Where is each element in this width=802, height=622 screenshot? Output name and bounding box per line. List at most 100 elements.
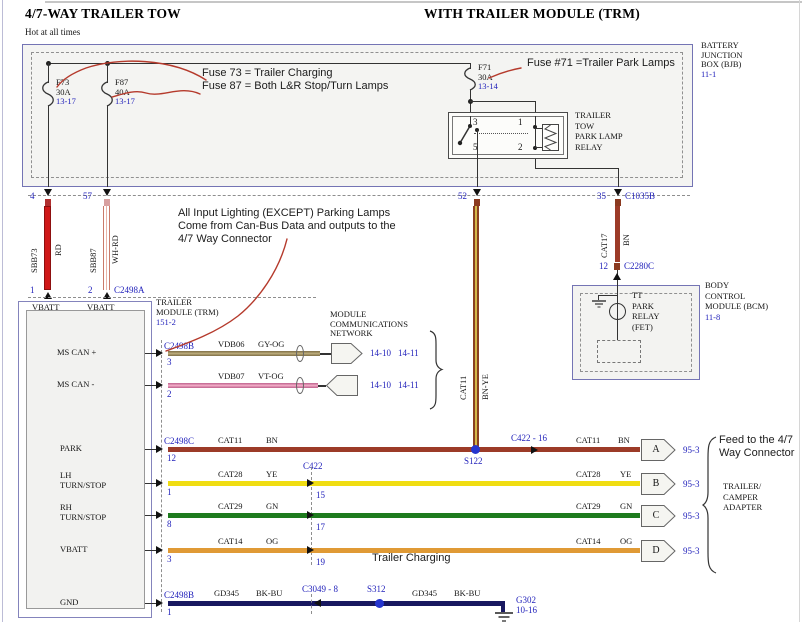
inline-connector-left xyxy=(325,375,358,396)
adapter-label-line: TRAILER/ xyxy=(723,481,762,491)
bjb-label-line: BATTERY xyxy=(701,40,739,50)
terminal-letter-c: C xyxy=(652,510,660,521)
wire-cat11-bn xyxy=(168,447,640,452)
fet-label-line: RELAY xyxy=(632,311,660,321)
wire-segment xyxy=(598,295,618,296)
relay-coil-symbol xyxy=(542,124,559,151)
note-canbus: All Input Lighting (EXCEPT) Parking Lamp… xyxy=(178,207,396,246)
trm-rh-line: RH xyxy=(60,502,72,512)
note-feed: Feed to the 4/7 Way Connector xyxy=(719,434,794,460)
down-arrow xyxy=(103,189,111,196)
right-arrow xyxy=(156,381,163,389)
pin-number: 8 xyxy=(167,519,172,529)
trm-gnd: GND xyxy=(60,597,79,607)
pin-number: 3 xyxy=(167,554,172,564)
window-top-edge xyxy=(45,1,802,3)
bjb-label: BATTERY JUNCTION BOX (BJB) 11-1 xyxy=(701,40,743,79)
terminal-c-connector xyxy=(641,505,676,527)
fuse-symbol-f73 xyxy=(42,81,54,107)
relay-label-line: RELAY xyxy=(575,141,603,152)
fuse-symbol-f87 xyxy=(101,81,113,107)
wire-label-cat28-right: CAT28 xyxy=(576,469,601,479)
splice-s312 xyxy=(375,599,384,608)
trm-rh-line: TURN/STOP xyxy=(60,511,107,522)
pin-stub xyxy=(145,385,158,386)
wire-segment xyxy=(470,63,471,69)
comms-label-line: NETWORK xyxy=(330,328,373,338)
wire-segment xyxy=(535,168,619,169)
wire-segment xyxy=(617,285,618,303)
pin-number: 19 xyxy=(316,557,325,567)
note-trailer-charging: Trailer Charging xyxy=(372,552,451,564)
bcm-label-line: BODY xyxy=(705,280,730,290)
wire-color-bn-right: BN xyxy=(618,435,630,445)
wire-segment xyxy=(617,303,618,320)
relay-label-line: PARK LAMP xyxy=(575,131,623,141)
wire-sbb87-whrd xyxy=(103,206,110,290)
adapter-label-line: CAMPER xyxy=(723,491,758,502)
network-ref: 14-11 xyxy=(398,348,419,358)
trm-box xyxy=(18,301,152,618)
left-arrow xyxy=(314,599,321,607)
connector-c2280c: C2280C xyxy=(624,261,655,271)
fuse-page-ref: 13-17 xyxy=(115,96,135,106)
wire-cat11-bnye xyxy=(473,206,479,450)
wire-color-bn: BN xyxy=(266,435,278,445)
fuse-symbol-f71 xyxy=(464,67,476,91)
inline-connector-right xyxy=(331,343,363,364)
wire-color-gyog: GY-OG xyxy=(258,339,285,349)
bcm-ground-symbol xyxy=(592,300,606,308)
pin-stub xyxy=(145,550,158,551)
bjb-inner-dashed-border xyxy=(31,52,683,178)
fuse-id: F71 xyxy=(478,62,492,72)
wire-cat17-bn xyxy=(615,206,620,262)
connector-c2498c: C2498C xyxy=(164,436,195,446)
relay-pin1-stub xyxy=(535,116,536,150)
relay-label-line: TRAILER xyxy=(575,110,611,120)
pin-stub xyxy=(145,483,158,484)
terminal-ref: 95-3 xyxy=(683,511,700,521)
wire-label-cat29-right: CAT29 xyxy=(576,501,601,511)
bcm-dashed-block xyxy=(597,340,641,363)
wire-segment xyxy=(107,63,108,83)
right-arrow xyxy=(307,546,314,554)
down-arrow xyxy=(614,189,622,196)
bjb-label-line: BOX (BJB) xyxy=(701,59,742,69)
terminal-square xyxy=(474,199,480,206)
pin-stub xyxy=(145,603,158,604)
wire-vdb07 xyxy=(168,383,318,388)
wire-color-gn-right: GN xyxy=(620,501,633,511)
pin-stub xyxy=(320,353,332,355)
terminal-square xyxy=(614,263,620,270)
tt-park-relay-fet-label: TT PARK RELAY (FET) xyxy=(632,290,660,332)
c3049-connector-plane xyxy=(311,594,312,614)
connector-c2498b-gnd: C2498B xyxy=(164,590,195,600)
trm-ms-can-plus: MS CAN + xyxy=(57,347,97,357)
bus-line xyxy=(48,63,470,64)
terminal-a-connector xyxy=(641,439,676,461)
page-title-left: 4/7-WAY TRAILER TOW xyxy=(25,6,181,21)
window-left-edge xyxy=(2,0,3,622)
wire-label-cat14-right: CAT14 xyxy=(576,536,601,546)
right-arrow xyxy=(156,479,163,487)
wire-label-sbb73: SBB73 xyxy=(29,248,39,273)
wire-color-bn: BN xyxy=(621,234,631,246)
trm-vbatt-left: VBATT xyxy=(32,302,60,312)
bjb-connector-plane xyxy=(28,195,690,196)
pin-stub xyxy=(318,385,326,387)
terminal-letter-d: D xyxy=(652,545,660,556)
fuse-f71-label: F71 30A 13-14 xyxy=(478,62,498,92)
relay-pin5-stub xyxy=(477,130,478,160)
right-arrow xyxy=(531,446,538,454)
wire-segment xyxy=(107,106,108,187)
pin-number: 1 xyxy=(167,607,172,617)
bjb-pin-35: 35 xyxy=(597,191,606,201)
wire-label-cat14: CAT14 xyxy=(218,536,243,546)
note-fuse87: Fuse 87 = Both L&R Stop/Turn Lamps xyxy=(202,80,389,92)
bcm-pin-12: 12 xyxy=(599,261,608,271)
pin-number: 1 xyxy=(167,487,172,497)
relay-switch-blade xyxy=(457,124,472,146)
wire-cat14-og xyxy=(168,548,640,553)
wire-label-cat28: CAT28 xyxy=(218,469,243,479)
